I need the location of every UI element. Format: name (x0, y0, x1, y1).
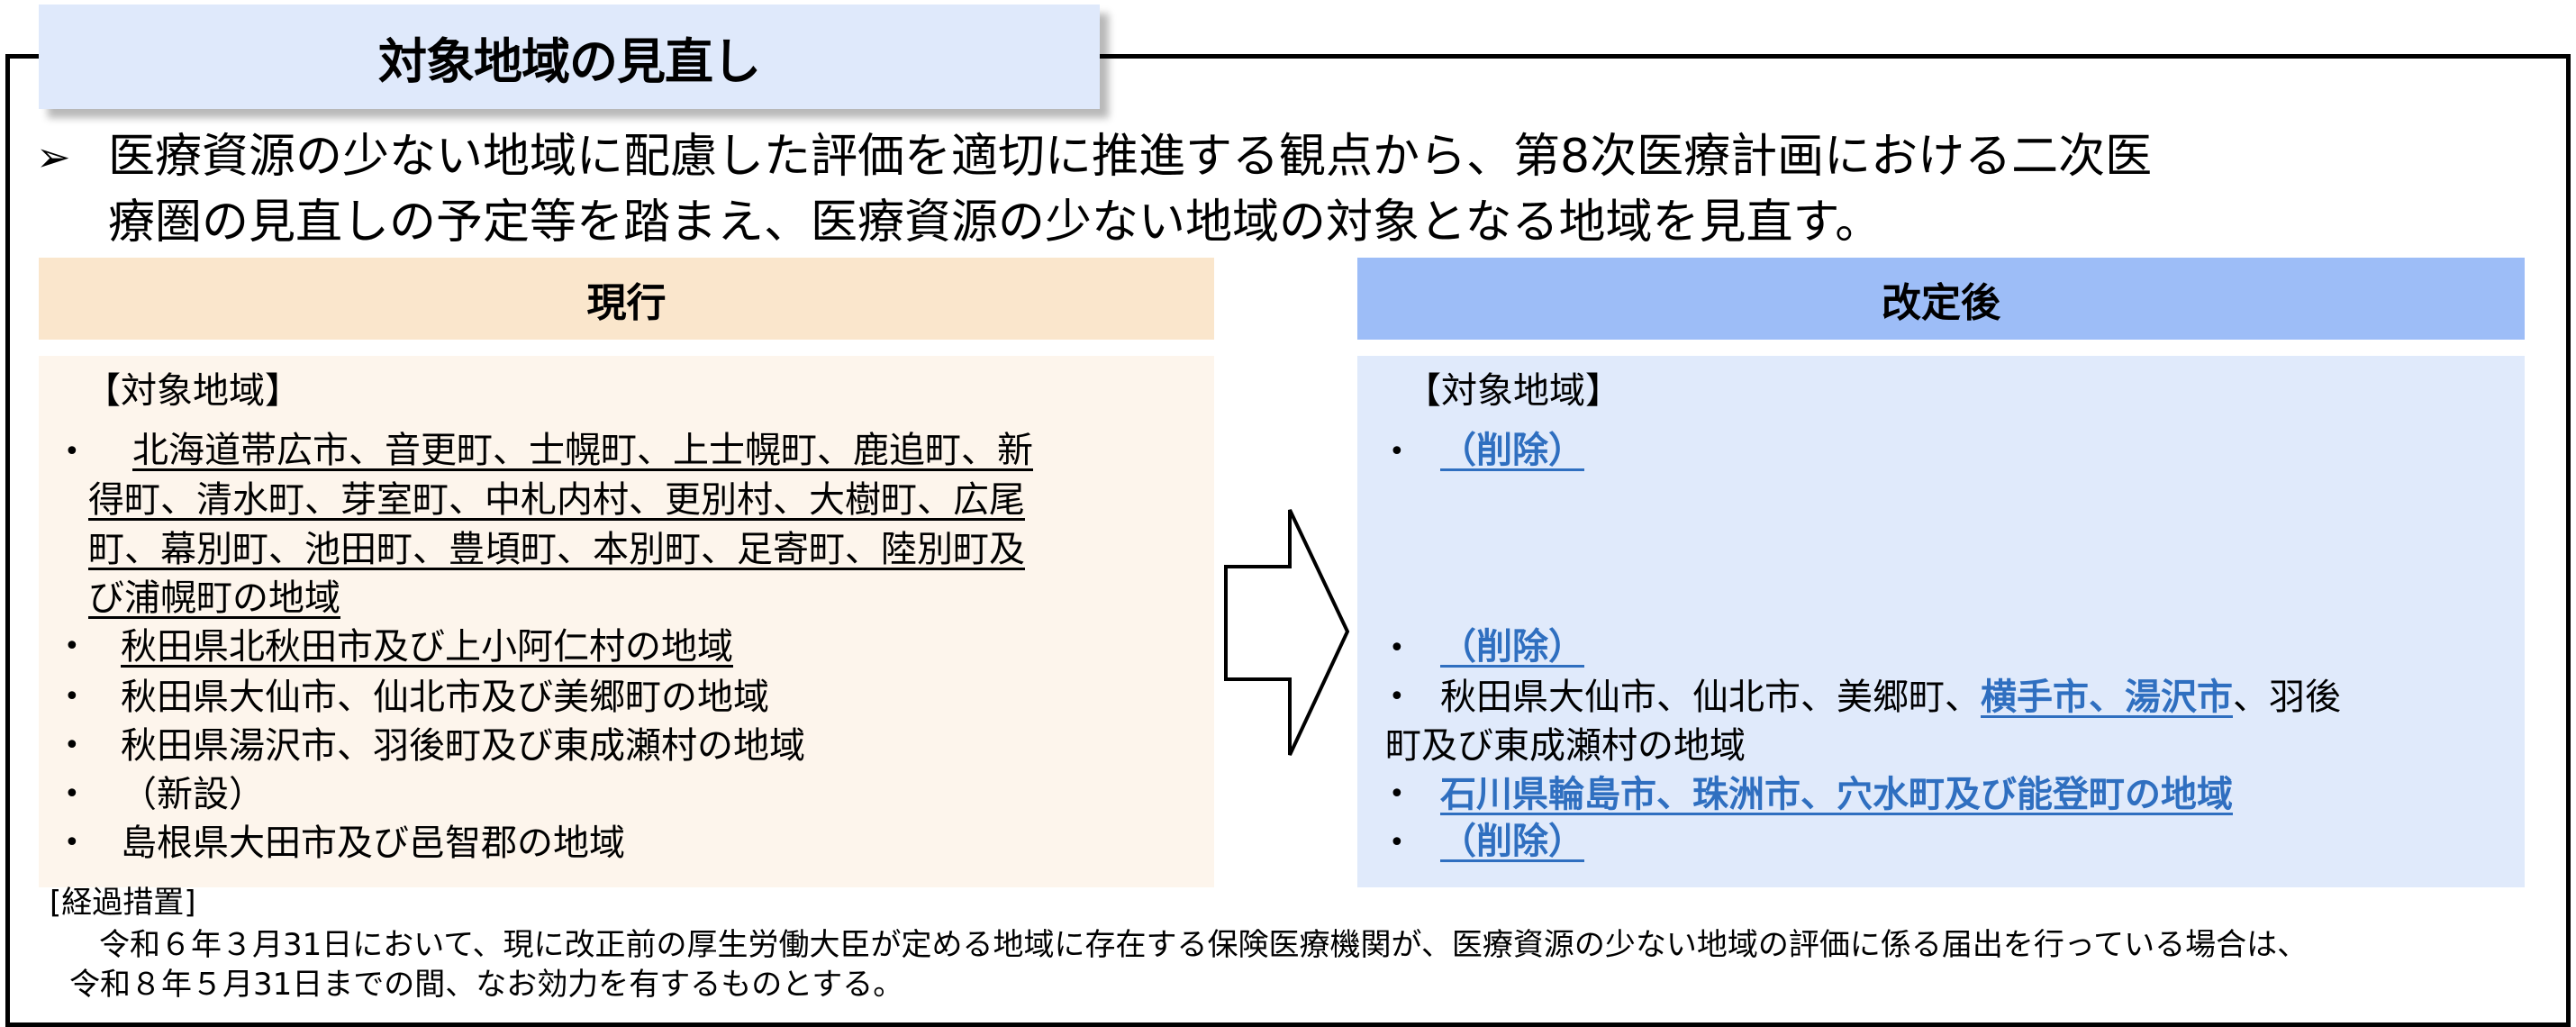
bullet-icon: • (1389, 827, 1405, 859)
section-title: 対象地域の見直し (378, 32, 761, 90)
current-item-hokkaido: び浦幌町の地域 (88, 577, 340, 619)
intro-line: 医療資源の少ない地域に配慮した評価を適切に推進する観点から、第8次医療計画におけ… (108, 130, 2153, 184)
current-header-label: 現行 (586, 279, 667, 326)
bullet-icon: • (64, 436, 80, 468)
current-item-yuzawa: 秋田県湯沢市、羽後町及び東成瀬村の地域 (121, 725, 805, 767)
revised-areas-label: 【対象地域】 (1405, 370, 1621, 412)
arrow-bullet-icon: ➢ (36, 132, 71, 181)
transition-line: 令和６年３月31日において、現に改正前の厚生労働大臣が定める地域に存在する保険医… (99, 927, 2308, 963)
current-item-daisen: 秋田県大仙市、仙北市及び美郷町の地域 (121, 677, 769, 718)
revised-item-deleted: （削除） (1440, 430, 1584, 471)
section-frame (5, 54, 2571, 1027)
bullet-icon: • (64, 730, 80, 761)
current-item-hokkaido: 北海道帯広市、音更町、士幌町、上士幌町、鹿追町、新 (132, 430, 1033, 471)
bullet-icon: • (64, 778, 80, 810)
right-arrow-icon (1224, 509, 1350, 756)
current-item-shimane: 島根県大田市及び邑智郡の地域 (121, 823, 625, 864)
revised-item-ishikawa: 石川県輪島市、珠洲市、穴水町及び能登町の地域 (1440, 774, 2233, 815)
bullet-icon: • (64, 631, 80, 662)
section-title-tab: 対象地域の見直し (39, 5, 1100, 109)
intro-text: ➢ 医療資源の少ない地域に配慮した評価を適切に推進する観点から、第8次医療計画に… (36, 124, 2152, 256)
revised-item-deleted: （削除） (1440, 821, 1584, 862)
current-header: 現行 (39, 258, 1214, 340)
revised-item-daisen-post: 、羽後 (2233, 677, 2341, 718)
transition-heading: [経過措置] (50, 885, 196, 921)
bullet-icon: • (64, 681, 80, 713)
revised-item-daisen-cont: 町及び東成瀬村の地域 (1385, 725, 1746, 767)
current-item-hokkaido: 町、幕別町、池田町、豊頃町、本別町、足寄町、陸別町及 (88, 529, 1025, 570)
bullet-icon: • (1389, 436, 1405, 468)
intro-line: 療圏の見直しの予定等を踏まえ、医療資源の少ない地域の対象となる地域を見直す。 (108, 195, 1882, 250)
revised-item-added-cities: 横手市、湯沢市 (1981, 677, 2233, 718)
current-areas-box: 【対象地域】 • 北海道帯広市、音更町、士幌町、上士幌町、鹿追町、新 得町、清水… (39, 356, 1214, 887)
bullet-icon: • (1389, 632, 1405, 664)
current-item-new: （新設） (121, 774, 265, 815)
revised-item-daisen-pre: 秋田県大仙市、仙北市、美郷町、 (1440, 677, 1981, 718)
revised-item-daisen: 秋田県大仙市、仙北市、美郷町、横手市、湯沢市、羽後 (1440, 673, 2341, 722)
revised-areas-box: 【対象地域】 • （削除） • （削除） • 秋田県大仙市、仙北市、美郷町、横手… (1357, 356, 2525, 887)
current-item-hokkaido: 得町、清水町、芽室町、中札内村、更別村、大樹町、広尾 (88, 479, 1025, 521)
bullet-icon: • (1389, 681, 1405, 713)
current-areas-label: 【対象地域】 (85, 370, 301, 412)
revised-header-label: 改定後 (1882, 279, 2000, 326)
bullet-icon: • (64, 827, 80, 859)
revised-item-deleted: （削除） (1440, 626, 1584, 668)
bullet-icon: • (1389, 778, 1405, 810)
transition-line: 令和８年５月31日までの間、なお効力を有するものとする。 (69, 967, 904, 1003)
current-item-kitaakita: 秋田県北秋田市及び上小阿仁村の地域 (121, 626, 733, 668)
revised-header: 改定後 (1357, 258, 2525, 340)
